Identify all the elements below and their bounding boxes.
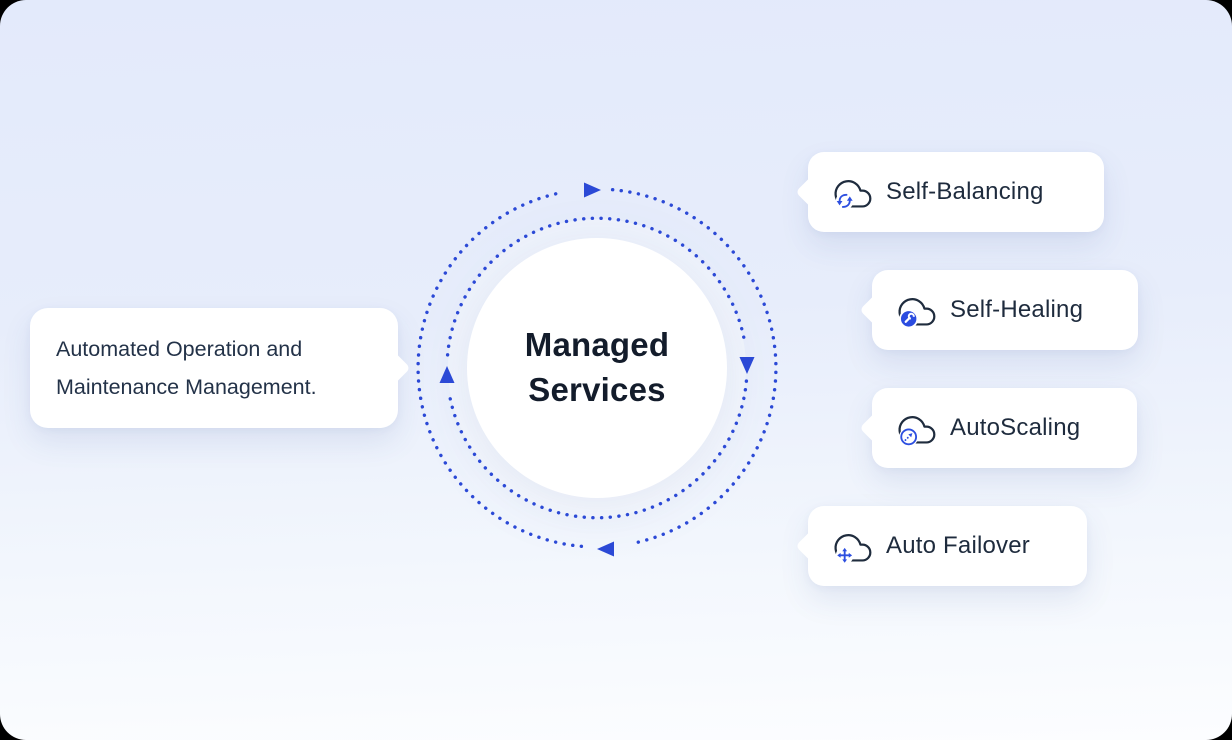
orbit-rings xyxy=(416,182,778,557)
center-circle xyxy=(467,238,727,498)
dotted-orbit-circles xyxy=(416,188,778,548)
feature-label: Auto Failover xyxy=(886,532,1030,559)
note-bubble: Automated Operation and Maintenance Mana… xyxy=(30,308,411,428)
cloud-move-icon xyxy=(834,533,872,564)
feature-self-balancing: Self-Balancing xyxy=(795,152,1104,232)
arrow-left-icon xyxy=(597,541,614,557)
bubble-tail xyxy=(859,412,891,444)
cloud-wrench-icon xyxy=(898,297,936,328)
cloud-sync-icon xyxy=(834,179,872,210)
arrow-right-icon xyxy=(584,182,601,198)
feature-self-healing: Self-Healing xyxy=(859,270,1138,350)
feature-auto-failover: Auto Failover xyxy=(795,506,1087,586)
arrow-down-icon xyxy=(739,357,755,374)
bubble-tail xyxy=(859,294,891,326)
clockwise-arrows xyxy=(439,182,755,557)
feature-label: Self-Balancing xyxy=(886,178,1044,205)
arrow-up-icon xyxy=(439,366,455,383)
feature-label: AutoScaling xyxy=(950,414,1081,441)
feature-label: Self-Healing xyxy=(950,296,1084,323)
feature-autoscaling: AutoScaling xyxy=(859,388,1137,468)
center-title: Managed Services xyxy=(524,326,670,408)
note-text: Automated Operation and Maintenance Mana… xyxy=(56,337,317,399)
cloud-scale-icon xyxy=(898,415,936,446)
